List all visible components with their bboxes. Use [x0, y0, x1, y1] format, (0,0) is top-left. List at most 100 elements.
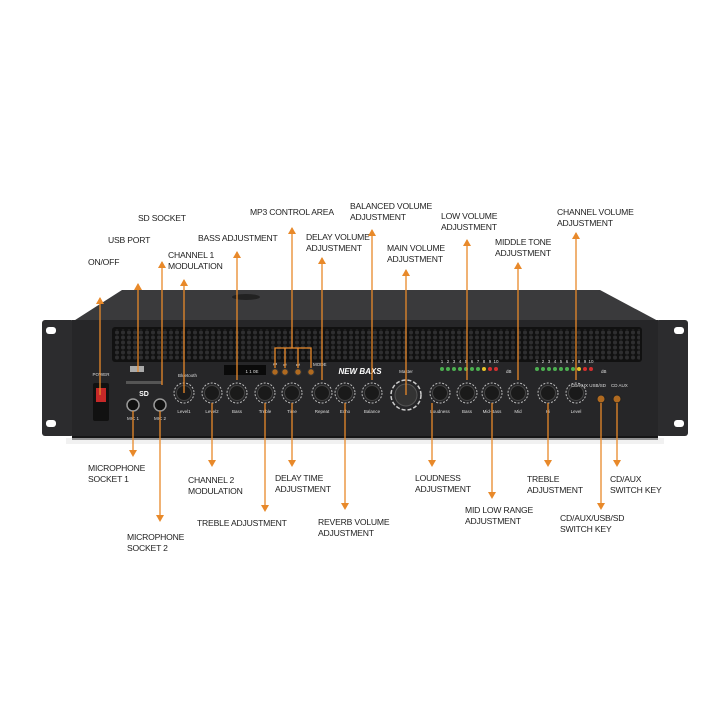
knob[interactable]	[257, 385, 273, 401]
knob[interactable]	[510, 385, 526, 401]
knob-scale	[226, 382, 248, 404]
knob-label: Bass	[232, 409, 243, 414]
meter-number: 1	[536, 359, 539, 364]
level-meter-led	[470, 367, 474, 371]
rack-hole	[674, 327, 684, 334]
level-meter-led	[440, 367, 444, 371]
knob[interactable]	[229, 385, 245, 401]
callout-label: SWITCH KEY	[560, 524, 612, 534]
switch-label: CD AUX	[611, 383, 628, 388]
level-meter-led	[571, 367, 575, 371]
rack-ear-left	[42, 320, 74, 436]
meter-unit: dB	[601, 369, 607, 374]
amplifier-top	[72, 290, 660, 322]
mp3-bracket	[274, 347, 312, 368]
knob[interactable]	[314, 385, 330, 401]
callout-label: MICROPHONE	[88, 463, 146, 473]
usb-port[interactable]	[130, 366, 144, 372]
callout-label: ADJUSTMENT	[465, 516, 522, 526]
knob[interactable]	[484, 385, 500, 401]
knob[interactable]	[432, 385, 448, 401]
callout-arrow-icon	[402, 269, 410, 276]
callout-label: SOCKET 1	[88, 474, 129, 484]
callout-label: LOW VOLUME	[441, 211, 498, 221]
meter-unit: dB	[506, 369, 512, 374]
callout-arrow-icon	[129, 450, 137, 457]
mp3-button-label: MODE	[313, 362, 327, 367]
rack-hole	[674, 420, 684, 427]
callout-label: CHANNEL 1	[168, 250, 215, 260]
callout-label: TREBLE ADJUSTMENT	[197, 518, 288, 528]
callout-label: ADJUSTMENT	[441, 222, 498, 232]
vent-holes	[114, 329, 640, 360]
callout-arrow-icon	[96, 297, 104, 304]
callout-label: BASS ADJUSTMENT	[198, 233, 279, 243]
mp3-button[interactable]	[307, 368, 315, 376]
callout-arrow-icon	[368, 229, 376, 236]
meter-number: 9	[584, 359, 587, 364]
level-meter-led	[535, 367, 539, 371]
level-meter-led	[458, 367, 462, 371]
mic-socket[interactable]	[126, 398, 140, 412]
mic-socket[interactable]	[153, 398, 167, 412]
meter-number: 5	[560, 359, 563, 364]
meter-number: 4	[554, 359, 557, 364]
switch-label: CD/AUX USB/SD	[571, 383, 607, 388]
meter-number: 8	[483, 359, 486, 364]
callout-label: MODULATION	[188, 486, 243, 496]
mp3-button[interactable]	[281, 368, 289, 376]
power-switch-rocker[interactable]	[96, 388, 106, 402]
knob[interactable]	[284, 385, 300, 401]
switch-key[interactable]	[612, 394, 622, 404]
callout-label: MODULATION	[168, 261, 223, 271]
level-meter-led	[547, 367, 551, 371]
callout-arrow-icon	[261, 505, 269, 512]
knob-label: Bass	[462, 409, 473, 414]
callout-label: CHANNEL 2	[188, 475, 235, 485]
meter-number: 2	[447, 359, 450, 364]
meter-number: 7	[572, 359, 575, 364]
mp3-button[interactable]	[294, 368, 302, 376]
callout-arrow-icon	[156, 515, 164, 522]
knob[interactable]	[204, 385, 220, 401]
callout-arrow-icon	[544, 460, 552, 467]
knob-scale	[429, 382, 451, 404]
level-meter-led	[482, 367, 486, 371]
knob[interactable]	[568, 385, 584, 401]
meter-number: 4	[459, 359, 462, 364]
callout-arrow-icon	[572, 232, 580, 239]
display-text: 1 1 0E	[245, 369, 258, 374]
callout-label: USB PORT	[108, 235, 151, 245]
knob[interactable]	[337, 385, 353, 401]
knob-label: Loudness	[430, 409, 450, 414]
level-meter-led	[559, 367, 563, 371]
level-meter-led	[452, 367, 456, 371]
switch-key[interactable]	[596, 394, 606, 404]
level-meter-led	[583, 367, 587, 371]
knob-label: Level1	[177, 409, 191, 414]
sd-socket[interactable]	[126, 381, 162, 384]
callout-label: MIDDLE TONE	[495, 237, 552, 247]
callout-label: SWITCH KEY	[610, 485, 662, 495]
meter-number: 3	[548, 359, 551, 364]
callout-label: ON/OFF	[88, 257, 119, 267]
knob[interactable]	[459, 385, 475, 401]
meter-number: 10	[588, 359, 594, 364]
level-meter-led	[476, 367, 480, 371]
callout-label: ADJUSTMENT	[557, 218, 614, 228]
mp3-button[interactable]	[271, 368, 279, 376]
top-logo	[232, 294, 260, 300]
callout-arrow-icon	[233, 251, 241, 258]
knob[interactable]	[540, 385, 556, 401]
callout-label: TREBLE	[527, 474, 560, 484]
callout-label: ADJUSTMENT	[275, 484, 332, 494]
brand-logo: NEW BAXS	[338, 367, 382, 376]
callout-label: ADJUSTMENT	[387, 254, 444, 264]
power-label: POWER	[92, 372, 110, 377]
callout-label: CHANNEL VOLUME	[557, 207, 634, 217]
callout-label: MAIN VOLUME	[387, 243, 445, 253]
knob[interactable]	[364, 385, 380, 401]
knob-label: Level	[571, 409, 582, 414]
callout-label: REVERB VOLUME	[318, 517, 390, 527]
